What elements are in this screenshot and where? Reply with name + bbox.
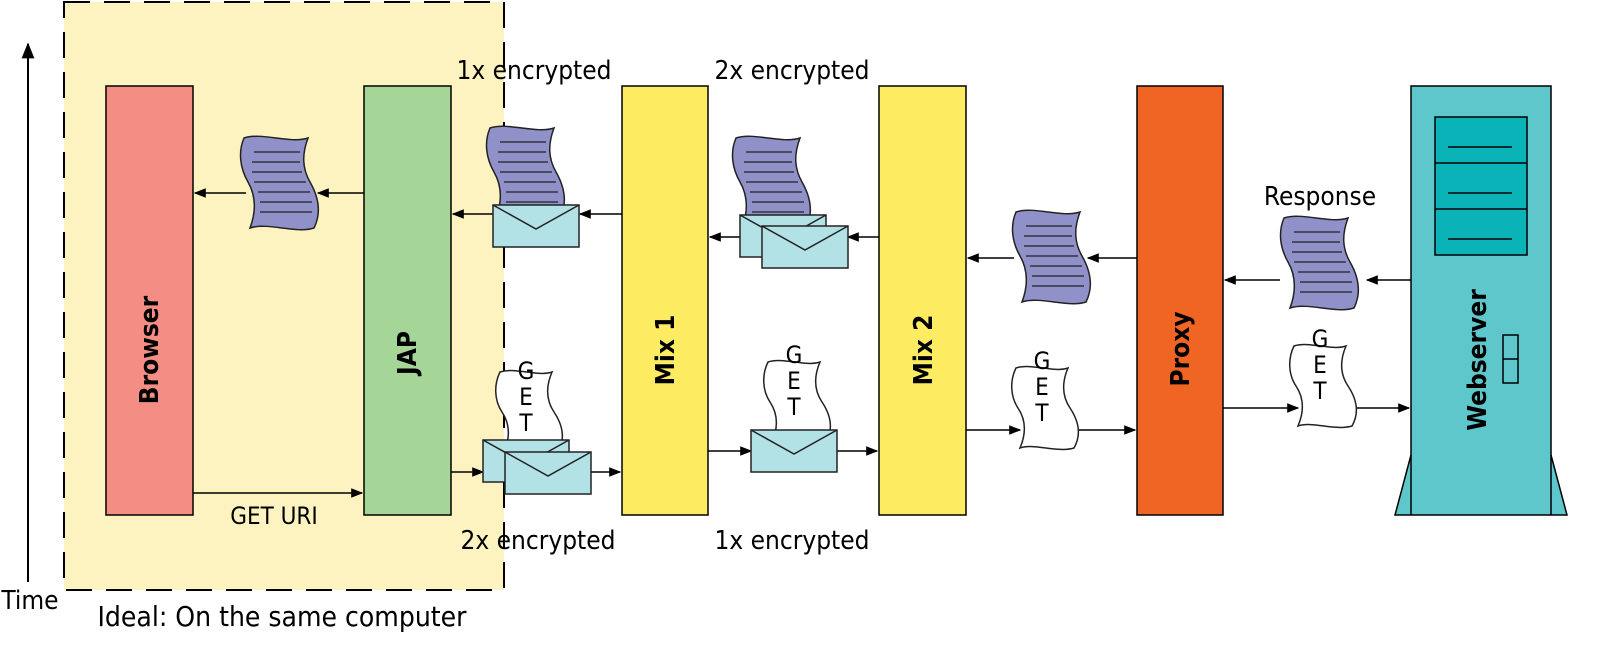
zone-label: Ideal: On the same computer xyxy=(97,600,467,633)
label-get-uri: GET URI xyxy=(230,502,318,530)
envelope-icon xyxy=(750,429,838,473)
get-document-icon: GET xyxy=(1288,325,1358,429)
mix2-box: Mix 2 xyxy=(878,85,967,516)
mix2-label: Mix 2 xyxy=(909,315,939,386)
get-document-icon: GET xyxy=(494,357,564,455)
envelope-icon xyxy=(504,451,592,495)
label-top-left: 1x encrypted xyxy=(457,56,612,86)
mix1-box: Mix 1 xyxy=(621,85,709,516)
server-drive-panel xyxy=(1434,116,1528,256)
browser-box: Browser xyxy=(105,85,194,516)
webserver-box: Webserver xyxy=(1394,85,1568,516)
response-document-icon xyxy=(1279,215,1360,311)
envelope-icon xyxy=(492,204,580,248)
browser-label: Browser xyxy=(135,295,165,404)
get-document-icon: GET xyxy=(762,341,832,445)
envelope-icon xyxy=(761,225,849,269)
proxy-label: Proxy xyxy=(1166,311,1196,386)
svg-text:GET: GET xyxy=(1306,325,1334,403)
svg-text:GET: GET xyxy=(512,357,540,435)
svg-text:GET: GET xyxy=(780,341,808,419)
jap-box: JAP xyxy=(363,85,452,516)
label-response: Response xyxy=(1264,182,1376,212)
label-bottom-mid: 1x encrypted xyxy=(715,526,870,556)
label-bottom-left: 2x encrypted xyxy=(461,526,616,556)
get-document-icon: GET xyxy=(1010,347,1080,451)
proxy-box: Proxy xyxy=(1136,85,1224,516)
mix1-label: Mix 1 xyxy=(651,315,681,386)
label-top-mid: 2x encrypted xyxy=(715,56,870,86)
response-document-icon xyxy=(1011,209,1092,305)
time-axis-label: Time xyxy=(0,586,58,616)
jap-label: JAP xyxy=(393,331,423,377)
svg-text:GET: GET xyxy=(1028,347,1056,425)
webserver-label: Webserver xyxy=(1463,289,1493,431)
